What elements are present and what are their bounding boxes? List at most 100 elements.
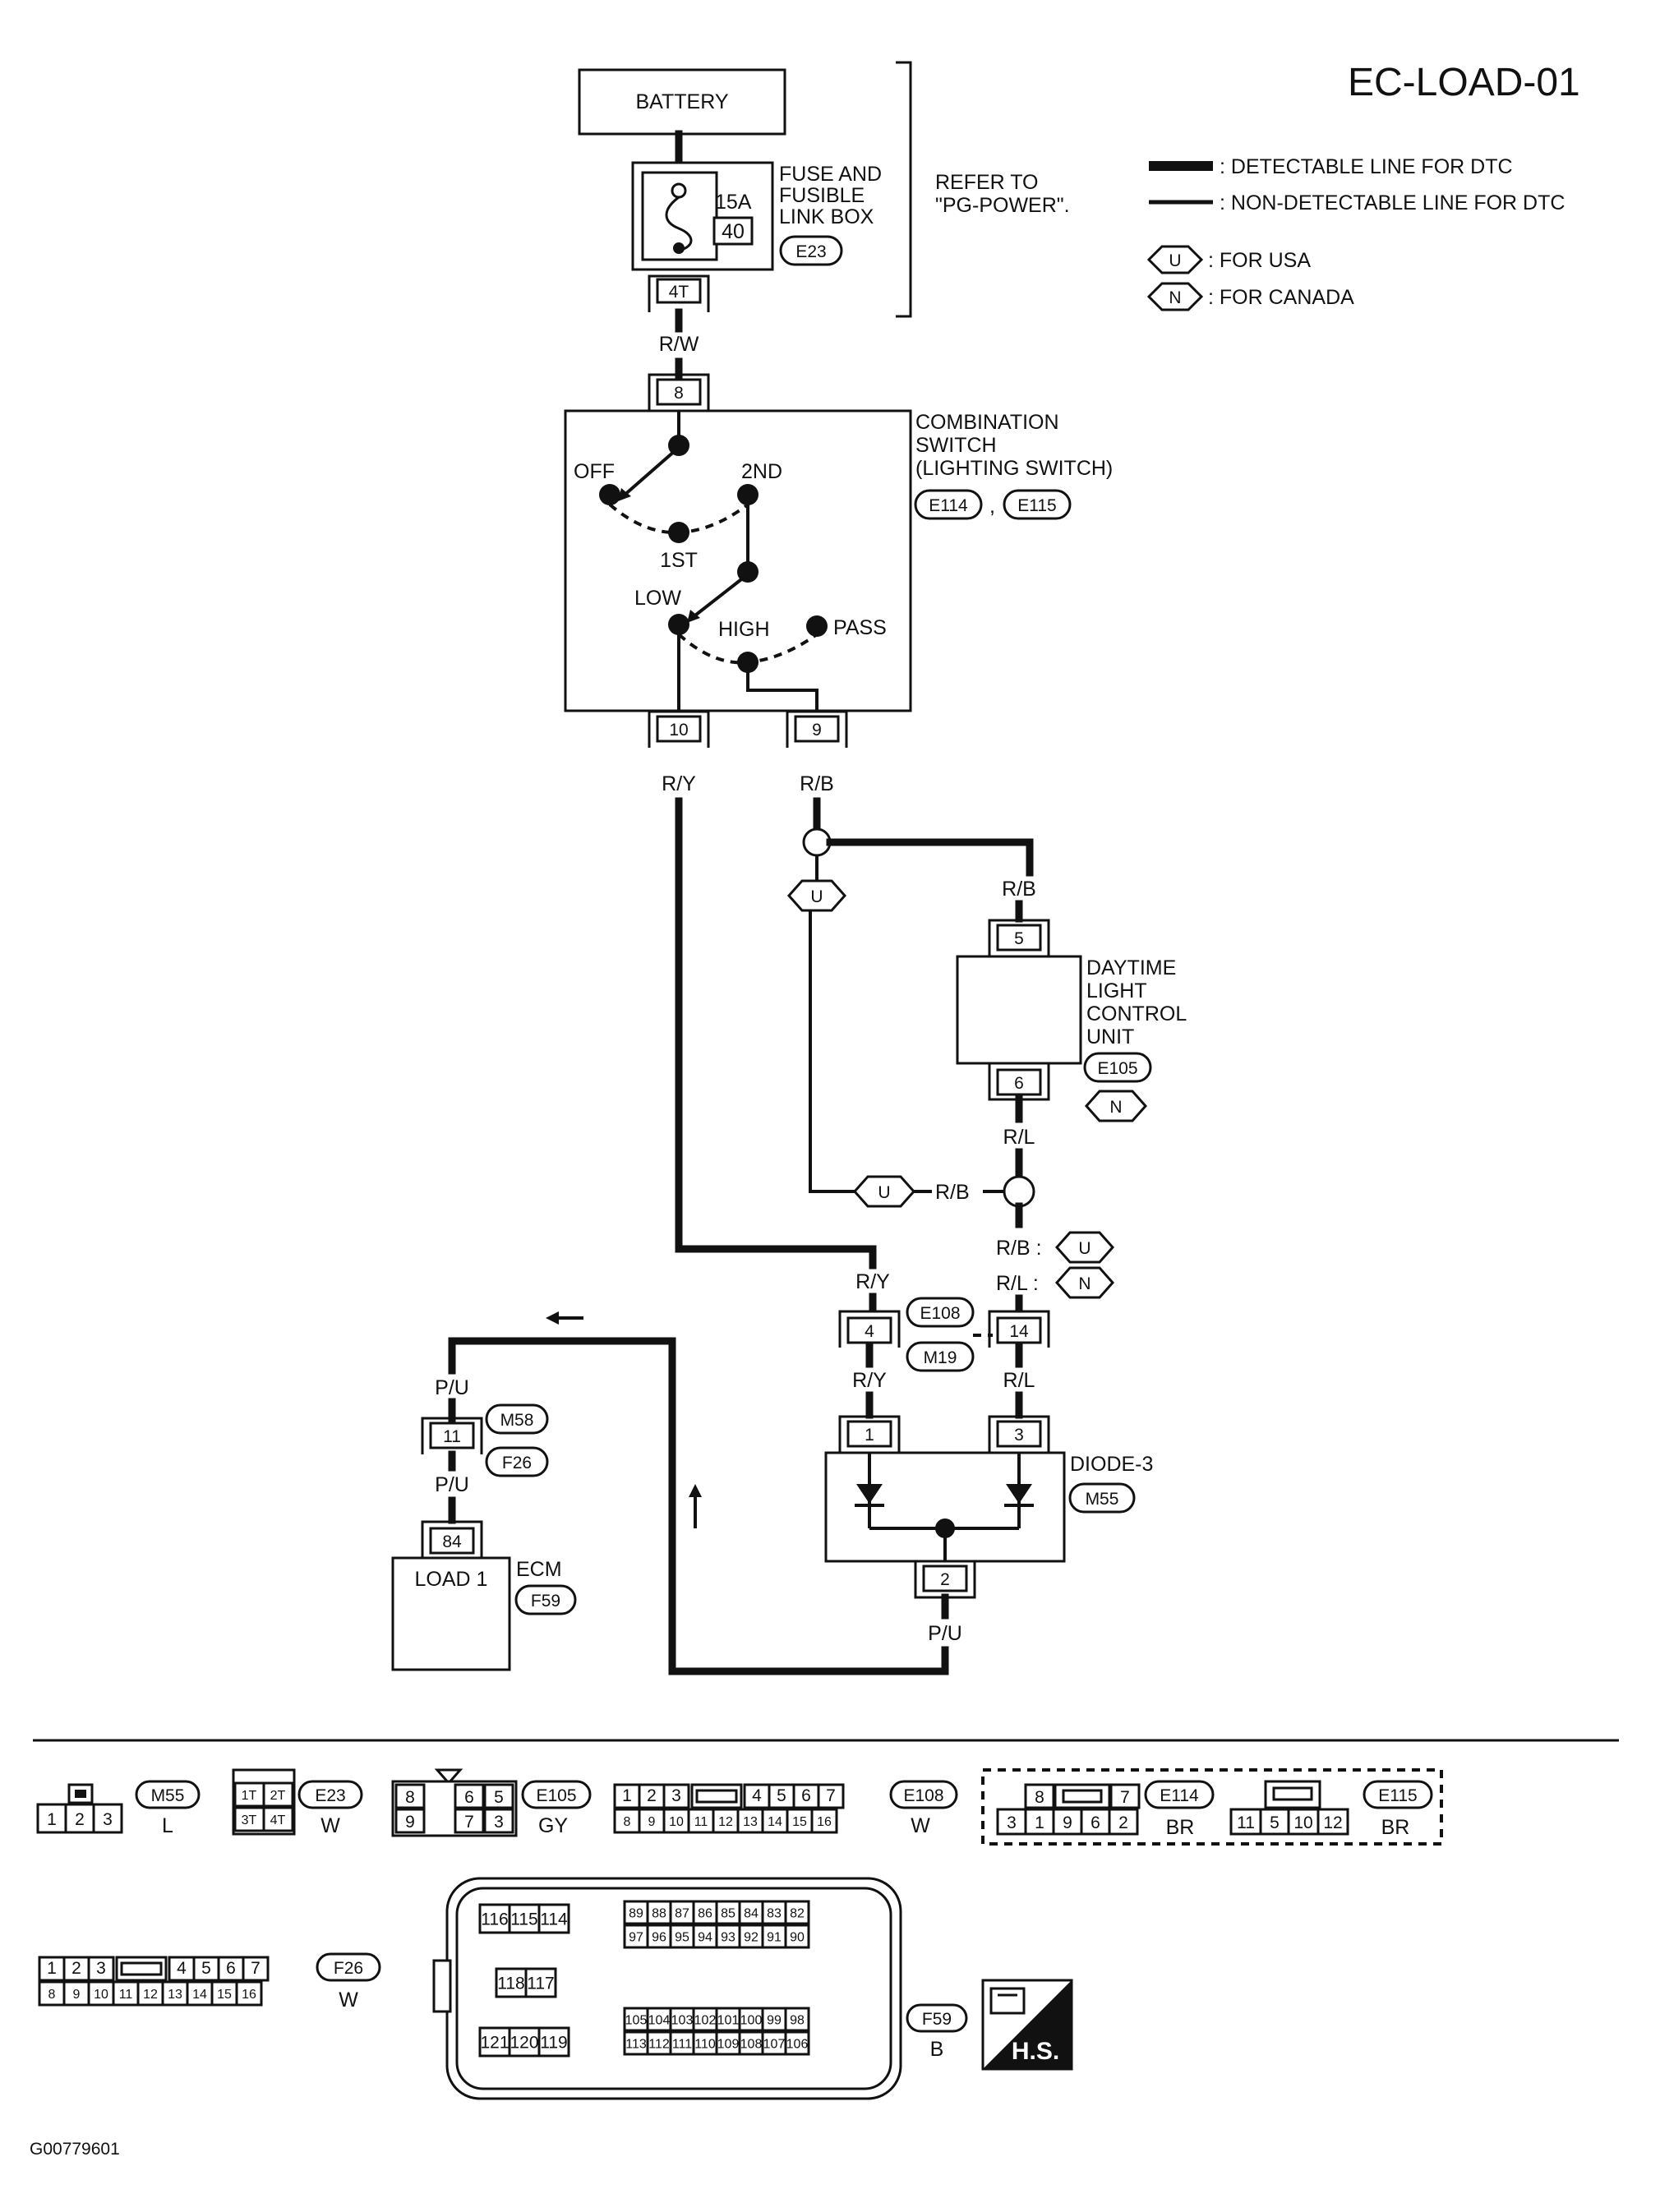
- switch-pos-2nd: 2ND: [741, 460, 782, 483]
- e114-pin: 9: [1063, 1813, 1072, 1832]
- f59-pin-box: [495, 1967, 528, 1998]
- combination-switch-label-2: SWITCH: [915, 434, 997, 457]
- drl-pin6-box: [996, 1068, 1042, 1096]
- switch-pos-off: OFF: [574, 460, 615, 483]
- m55-id-badge: [135, 1780, 201, 1809]
- f59-pin-box: [623, 2030, 649, 2056]
- e108-pin: 16: [817, 1815, 832, 1829]
- e105-pin-box: [454, 1783, 485, 1809]
- drl-unit-label-1: DAYTIME: [1086, 956, 1176, 979]
- combination-switch-label-3: (LIGHTING SWITCH): [915, 457, 1113, 480]
- switch-blade-lower-arrow: [687, 610, 700, 623]
- wire-ry-main: [675, 797, 877, 1270]
- f59-pin: 92: [744, 1930, 759, 1944]
- ecm-pin84: 84: [442, 1532, 462, 1551]
- e115-pin: 12: [1323, 1813, 1342, 1832]
- f26-pin-box: [192, 1956, 220, 1982]
- e108-pin: 2: [647, 1786, 657, 1805]
- switch-off-contact: [599, 484, 620, 505]
- e105-pin-box: [394, 1783, 426, 1809]
- e108-pin-box: [638, 1808, 666, 1834]
- switch-connector-badge-b: [1003, 489, 1072, 520]
- wire-pu-label-top: P/U: [435, 1376, 469, 1399]
- pu-connector-top: M58: [500, 1411, 534, 1430]
- f26-pin: 6: [226, 1959, 236, 1978]
- fuse-box-label-1: FUSE AND: [779, 163, 882, 186]
- pu-connector-bot: F26: [502, 1454, 532, 1472]
- e115-color: BR: [1381, 1816, 1410, 1839]
- drl-unit-box: [956, 955, 1082, 1065]
- f59-pin-box: [692, 2007, 718, 2032]
- e114-color: BR: [1166, 1816, 1195, 1839]
- switch-pin8: 8: [674, 384, 684, 403]
- e108-pin: 10: [669, 1815, 684, 1829]
- splice-lower: [1003, 1175, 1035, 1208]
- fuse-terminal-pin: [656, 278, 702, 304]
- e108-pin: 7: [826, 1786, 836, 1805]
- e108-color: W: [911, 1814, 930, 1837]
- flow-arrow-left-head: [546, 1311, 559, 1325]
- e108-pin: 13: [743, 1815, 758, 1829]
- e108-pin-box: [687, 1808, 715, 1834]
- f26-pin: 9: [73, 1988, 81, 2002]
- switch-pin10-box: [656, 715, 702, 743]
- f59-color: B: [930, 2038, 944, 2061]
- connector-view-m55: 1 2 3 M55 L: [36, 1780, 201, 1837]
- joint-pin14: 14: [1009, 1322, 1029, 1341]
- joint-pin4: 4: [865, 1322, 874, 1341]
- battery-box: [578, 68, 786, 136]
- wire-rb-label-top: R/B: [800, 772, 834, 795]
- e114-id: E114: [1160, 1786, 1199, 1805]
- e108-pin-box: [768, 1783, 795, 1809]
- e108-pin: 3: [671, 1786, 681, 1805]
- e114-pin: 6: [1091, 1813, 1100, 1832]
- f59-pin: 110: [694, 2037, 716, 2051]
- f59-pin: 100: [740, 2013, 763, 2027]
- e108-id: E108: [903, 1786, 943, 1805]
- variant-canada-hex: [1054, 1266, 1115, 1299]
- f26-pin-box: [87, 1956, 115, 1982]
- f26-pin: 8: [48, 1988, 56, 2002]
- usa-tag-top-hex: [786, 879, 847, 912]
- ecm-label: ECM: [516, 1558, 562, 1581]
- fuse-box-label-3: LINK BOX: [779, 205, 874, 228]
- diode-pin3-shell: [988, 1415, 1050, 1453]
- f26-pin: 15: [217, 1988, 232, 2002]
- e105-pin-box: [483, 1783, 514, 1809]
- e105-pin-box: [454, 1808, 485, 1834]
- f59-pin: 94: [698, 1930, 712, 1944]
- f59-pin-box: [784, 1900, 810, 1925]
- f59-pin: 115: [510, 1910, 537, 1929]
- f59-pin-box: [738, 2030, 764, 2056]
- legend-canada-hex: [1146, 282, 1204, 311]
- f59-id-badge: [906, 2003, 968, 2033]
- legend-usa-code: U: [1169, 251, 1181, 270]
- switch-blade-lower: [690, 575, 746, 620]
- switch-low-contact: [668, 614, 689, 635]
- legend-detectable-text: : DETECTABLE LINE FOR DTC: [1220, 155, 1513, 178]
- connector-view-e115: 11 5 10 12 E115 BR: [1229, 1780, 1433, 1839]
- fuse-box-connector: E23: [795, 242, 826, 261]
- e23-pin: 4T: [270, 1813, 286, 1827]
- pu-connector-bot-badge: [485, 1446, 549, 1477]
- hs-label: H.S.: [1012, 2038, 1059, 2065]
- connector-view-e105: 8 6 5 9 7 3 E105 GY: [391, 1768, 592, 1837]
- drl-connector-badge: [1083, 1052, 1152, 1083]
- drl-pin6: 6: [1014, 1074, 1024, 1093]
- f26-pin-box: [242, 1956, 270, 1982]
- legend-usa-text: : FOR USA: [1208, 249, 1311, 272]
- e108-pin-box: [810, 1808, 838, 1834]
- f26-pin: 14: [192, 1988, 207, 2002]
- joint-pin14-box: [996, 1316, 1042, 1344]
- e108-pin: 4: [752, 1786, 762, 1805]
- drl-unit-label-4: UNIT: [1086, 1025, 1134, 1048]
- f59-pin: 93: [721, 1930, 735, 1944]
- switch-blade-upper: [621, 449, 677, 498]
- switch-connector-b: E115: [1017, 496, 1057, 515]
- e108-pin: 9: [648, 1815, 656, 1829]
- switch-pos-pass: PASS: [833, 616, 887, 639]
- e115-id-badge: [1363, 1780, 1433, 1809]
- e114-pin: 2: [1118, 1813, 1128, 1832]
- wire-rl-label-drl: R/L: [1003, 1126, 1035, 1149]
